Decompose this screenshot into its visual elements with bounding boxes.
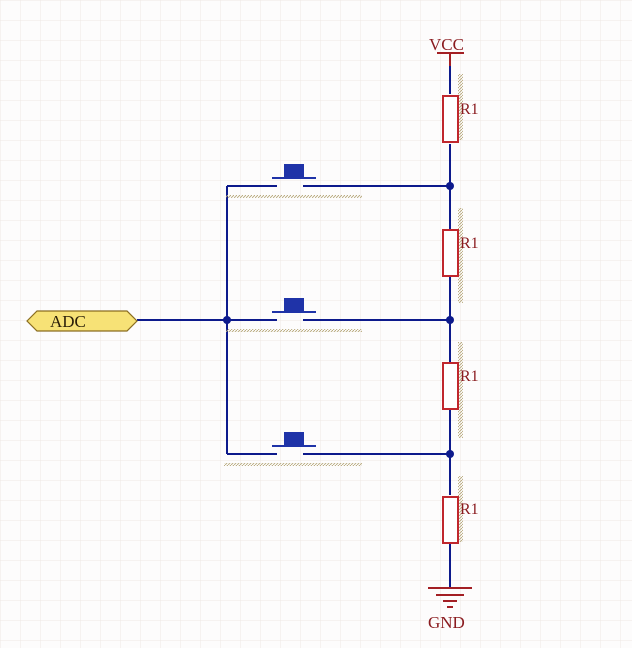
resistor-r1-b[interactable]: R1 xyxy=(442,208,479,303)
pushbutton-icon xyxy=(262,164,318,187)
button-row-top[interactable] xyxy=(226,164,450,198)
gnd-power-port[interactable]: GND xyxy=(428,587,472,632)
resistor-designator: R1 xyxy=(460,235,479,252)
ground-icon xyxy=(428,587,472,608)
resistor-designator: R1 xyxy=(460,368,479,385)
resistor-r1-a[interactable]: R1 xyxy=(442,74,479,143)
pushbutton-icon xyxy=(262,298,318,321)
vcc-label: VCC xyxy=(429,35,464,54)
button-row-middle[interactable] xyxy=(137,298,450,332)
junction-dot xyxy=(446,316,454,324)
resistor-r1-c[interactable]: R1 xyxy=(442,342,479,438)
junction-dot xyxy=(223,316,231,324)
resistor-r1-d[interactable]: R1 xyxy=(442,476,479,544)
junction-dot xyxy=(446,450,454,458)
vcc-power-port[interactable]: VCC xyxy=(429,35,464,66)
adc-port-label: ADC xyxy=(50,312,86,331)
gnd-label: GND xyxy=(428,613,465,632)
button-row-bottom[interactable] xyxy=(224,432,450,466)
resistor-designator: R1 xyxy=(460,501,479,518)
pushbutton-icon xyxy=(262,432,318,455)
resistor-designator: R1 xyxy=(460,101,479,118)
junction-dot xyxy=(446,182,454,190)
adc-port[interactable]: ADC xyxy=(26,310,138,332)
